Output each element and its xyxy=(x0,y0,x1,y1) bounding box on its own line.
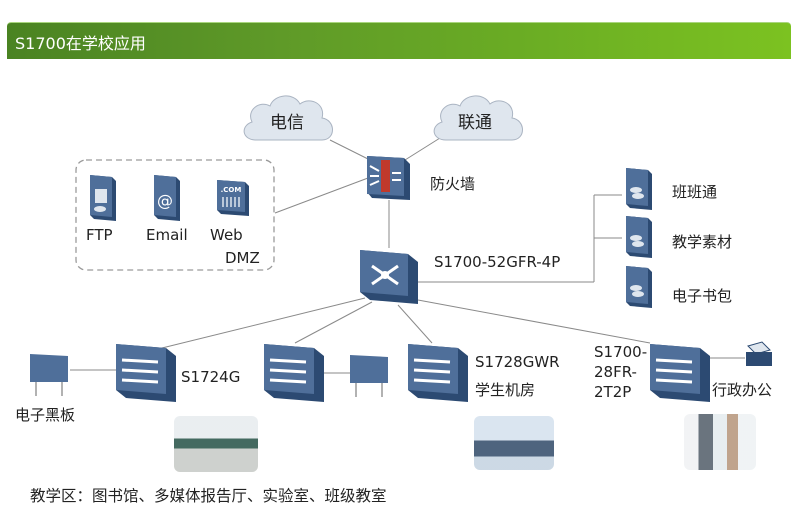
ftp-server-icon xyxy=(90,175,116,221)
cloud-telecom-icon xyxy=(243,95,333,141)
label-line: S1700- xyxy=(594,343,648,361)
switch-2-icon xyxy=(264,344,324,402)
link-core-s1700-28 xyxy=(417,299,651,344)
web-server-icon: .COM xyxy=(217,180,249,216)
link-core-switch2 xyxy=(294,301,373,344)
student-computer-room-label: 学生机房 xyxy=(475,381,536,399)
switch-s1728gwr-label: S1728GWR xyxy=(475,353,560,371)
switch-s1724g-icon xyxy=(116,344,176,402)
cloud-telecom-label: 电信 xyxy=(270,113,304,133)
link-dmz-firewall xyxy=(274,177,369,214)
computer-lab-photo xyxy=(474,416,554,470)
web-label: Web xyxy=(210,226,243,244)
switch-s1700-28fr-icon xyxy=(650,344,710,402)
email-server-icon: @ xyxy=(154,175,180,221)
printer-icon xyxy=(746,341,772,366)
firewall-label: 防火墙 xyxy=(430,175,476,193)
cloud-unicom-icon xyxy=(433,95,523,141)
svg-text:@: @ xyxy=(157,191,173,210)
classroom-photo xyxy=(174,416,258,472)
link-core-s1724g xyxy=(161,297,366,349)
link-telecom-firewall xyxy=(329,139,371,161)
label-line: 28FR- xyxy=(594,363,637,381)
server-ebook-icon xyxy=(626,266,652,308)
cloud-unicom-label: 联通 xyxy=(458,113,492,133)
link-unicom-firewall xyxy=(404,137,441,161)
ftp-label: FTP xyxy=(86,226,113,244)
link-core-s1728gwr xyxy=(397,304,433,344)
switch-s1728gwr-icon xyxy=(408,344,468,402)
electronic-whiteboard-2-icon xyxy=(350,355,388,397)
office-photo xyxy=(684,414,756,470)
firewall-icon xyxy=(367,156,410,200)
server-banbantong-label: 班班通 xyxy=(672,183,718,201)
server-teaching-material-label: 教学素材 xyxy=(672,233,733,251)
electronic-whiteboard-1-icon xyxy=(30,354,68,396)
admin-office-label: 行政办公 xyxy=(712,381,773,399)
dmz-label: DMZ xyxy=(225,249,260,267)
email-label: Email xyxy=(146,226,188,244)
server-teaching-material-icon xyxy=(626,216,652,258)
title-banner: S1700在学校应用 xyxy=(7,22,791,59)
switch-s1700-28fr-label: S1700- 28FR- 2T2P xyxy=(594,342,647,402)
teaching-area-caption: 教学区：图书馆、多媒体报告厅、实验室、班级教室 xyxy=(30,487,387,505)
page-title: S1700在学校应用 xyxy=(15,34,146,53)
electronic-whiteboard-label: 电子黑板 xyxy=(15,406,76,424)
server-banbantong-icon xyxy=(626,168,652,210)
server-ebook-label: 电子书包 xyxy=(672,287,733,305)
switch-s1724g-label: S1724G xyxy=(181,368,241,386)
core-switch-icon xyxy=(360,250,418,304)
svg-text:.COM: .COM xyxy=(221,186,242,194)
label-line: 2T2P xyxy=(594,383,632,401)
core-switch-label: S1700-52GFR-4P xyxy=(434,253,561,271)
